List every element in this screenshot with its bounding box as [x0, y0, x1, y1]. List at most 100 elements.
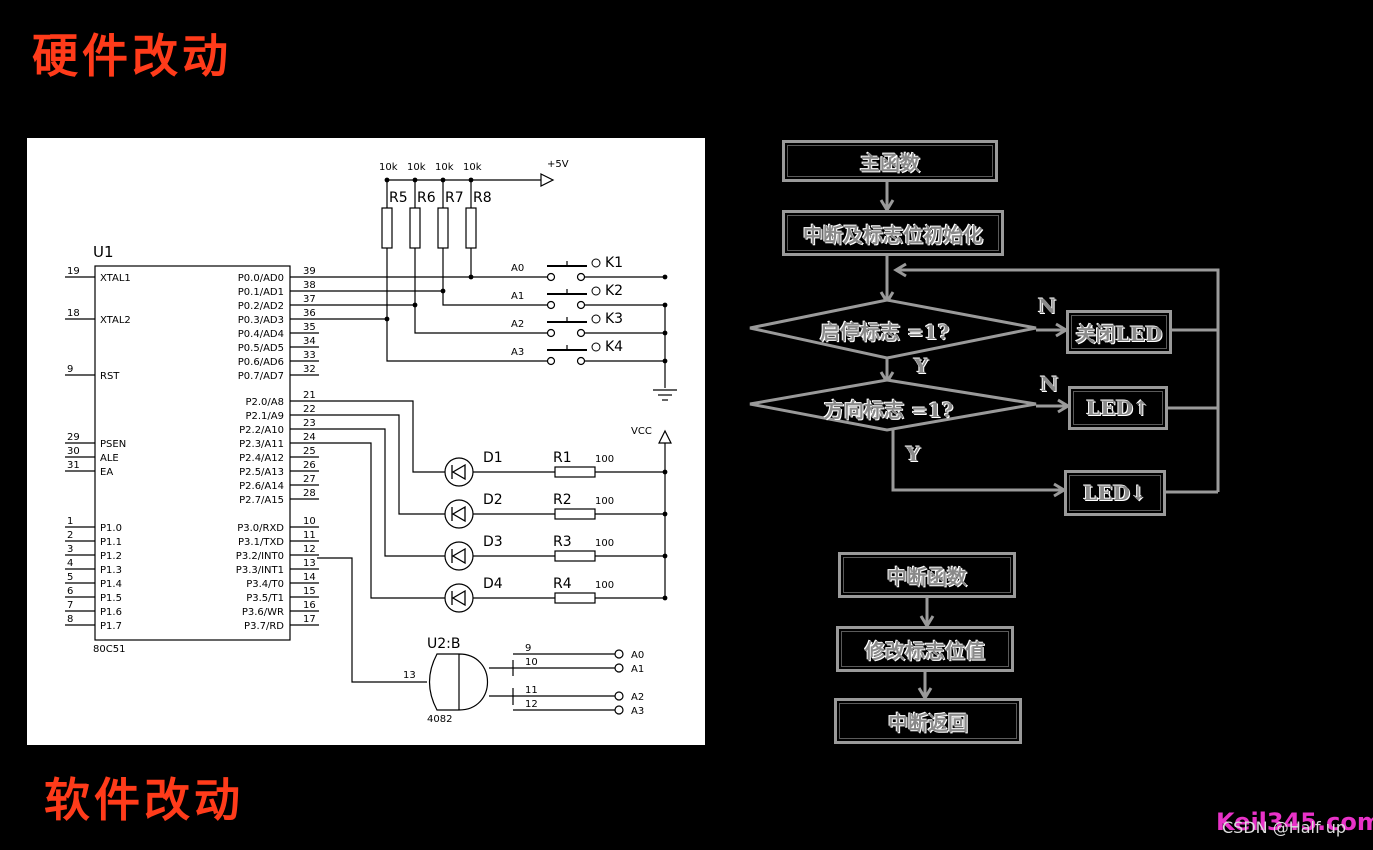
mcu-left-pin-name: P1.3	[100, 565, 122, 576]
isr-return-label: 中断返回	[888, 710, 968, 735]
mcu-right-pin-name: P2.2/A10	[239, 425, 284, 436]
mcu-left-pin-name: P1.6	[100, 607, 122, 618]
mcu-right-pin-name: P0.1/AD1	[238, 287, 284, 298]
led-ref: D2	[483, 492, 503, 508]
pullup-resistor	[465, 207, 477, 249]
mcu-right-pin-number: 14	[303, 572, 316, 583]
mcu-left-pin-number: 18	[67, 308, 80, 319]
mcu-left-pin-number: 9	[67, 364, 73, 375]
pullup-value: 10k	[407, 162, 426, 173]
mcu-right-pin-number: 23	[303, 418, 316, 429]
mcu-left-pin-name: EA	[100, 467, 113, 478]
mcu-left-pin-number: 31	[67, 460, 80, 471]
mcu-right-pin-number: 28	[303, 488, 316, 499]
mcu-left-pin-name: P1.0	[100, 523, 122, 534]
mcu-right-pin-number: 22	[303, 404, 316, 415]
mcu-right-pin-number: 33	[303, 350, 316, 361]
modify-flag-label: 修改标志位值	[865, 638, 985, 663]
pullup-value: 10k	[435, 162, 454, 173]
mcu-right-pin-number: 36	[303, 308, 316, 319]
mcu-right-pin-name: P2.3/A11	[239, 439, 284, 450]
mcu-left-pin-name: PSEN	[100, 439, 126, 450]
watermark-site: Keil345.com	[1216, 808, 1373, 836]
mcu-left-pin-number: 30	[67, 446, 80, 457]
mcu-right-pin-name: P0.4/AD4	[238, 329, 284, 340]
mcu-left-pin-number: 3	[67, 544, 73, 555]
gate-input-net: A0	[631, 650, 644, 661]
led-resistor	[554, 550, 596, 562]
main-function-box: 主函数	[782, 140, 998, 182]
mcu-body	[94, 265, 291, 641]
mcu-right-pin-number: 25	[303, 446, 316, 457]
mcu-right-pin-name: P2.0/A8	[245, 397, 284, 408]
mcu-right-pin-number: 24	[303, 432, 316, 443]
led-resistor-value: 100	[595, 454, 614, 465]
vcc-label: VCC	[631, 426, 652, 437]
mcu-ref: U1	[93, 243, 114, 261]
mcu-right-pin-number: 21	[303, 390, 316, 401]
mcu-part: 80C51	[93, 644, 125, 655]
led-diode	[444, 541, 474, 571]
mcu-right-pin-name: P3.1/TXD	[238, 537, 284, 548]
mcu-right-pin-name: P3.3/INT1	[236, 565, 284, 576]
pullup-ref: R5	[389, 190, 408, 206]
no-label-2: N	[1040, 372, 1059, 396]
mcu-left-pin-number: 1	[67, 516, 73, 527]
mcu-left-pin-name: XTAL1	[100, 273, 131, 284]
led-ref: D3	[483, 534, 503, 550]
mcu-right-pin-number: 26	[303, 460, 316, 471]
mcu-right-pin-name: P0.3/AD3	[238, 315, 284, 326]
mcu-right-pin-number: 12	[303, 544, 316, 555]
yes-label-1: Y	[914, 354, 929, 378]
mcu-right-pin-name: P3.0/RXD	[237, 523, 284, 534]
decision-direction	[749, 378, 1037, 432]
mcu-left-pin-name: P1.7	[100, 621, 122, 632]
gate-ref: U2:B	[427, 636, 460, 652]
decision1-label: 启停标志 =1?	[820, 320, 950, 344]
led-up-label: LED↑	[1086, 396, 1150, 420]
key-ref: K4	[605, 339, 623, 355]
mcu-right-pin-name: P2.6/A14	[239, 481, 284, 492]
gate-input-terminal	[614, 705, 624, 715]
mcu-right-pin-number: 16	[303, 600, 316, 611]
mcu-right-pin-number: 17	[303, 614, 316, 625]
gate-out-pin: 13	[403, 670, 416, 681]
mcu-right-pin-name: P2.4/A12	[239, 453, 284, 464]
mcu-left-pin-number: 7	[67, 600, 73, 611]
mcu-right-pin-number: 39	[303, 266, 316, 277]
pullup-ref: R6	[417, 190, 436, 206]
key-ref: K3	[605, 311, 623, 327]
mcu-right-pin-number: 34	[303, 336, 316, 347]
led-ref: D4	[483, 576, 503, 592]
mcu-left-pin-name: RST	[100, 371, 120, 382]
mcu-right-pin-name: P2.1/A9	[245, 411, 284, 422]
mcu-left-pin-number: 2	[67, 530, 73, 541]
led-diode	[444, 457, 474, 487]
no-label-1: N	[1038, 294, 1057, 318]
mcu-left-pin-number: 5	[67, 572, 73, 583]
gate-input-terminal	[614, 691, 624, 701]
hardware-change-title: 硬件改动	[32, 29, 232, 83]
mcu-right-pin-name: P2.7/A15	[239, 495, 284, 506]
led-resistor-ref: R1	[553, 450, 572, 466]
key-ref: K1	[605, 255, 623, 271]
key-net-label: A0	[511, 263, 524, 274]
gate-input-pin: 9	[525, 643, 531, 654]
mcu-right-pin-name: P3.4/T0	[246, 579, 284, 590]
led-resistor	[554, 508, 596, 520]
pullup-resistor	[437, 207, 449, 249]
led-resistor-ref: R2	[553, 492, 572, 508]
mcu-right-pin-number: 32	[303, 364, 316, 375]
mcu-right-pin-number: 37	[303, 294, 316, 305]
init-box: 中断及标志位初始化	[782, 210, 1004, 256]
mcu-right-pin-name: P3.6/WR	[242, 607, 284, 618]
mcu-left-pin-number: 8	[67, 614, 73, 625]
mcu-right-pin-number: 35	[303, 322, 316, 333]
pullup-ref: R8	[473, 190, 492, 206]
pullup-value: 10k	[379, 162, 398, 173]
watermark-csdn: CSDN @Half up	[1222, 818, 1346, 837]
decision2-label: 方向标志 =1?	[824, 398, 954, 422]
mcu-right-pin-name: P2.5/A13	[239, 467, 284, 478]
pullup-value: 10k	[463, 162, 482, 173]
